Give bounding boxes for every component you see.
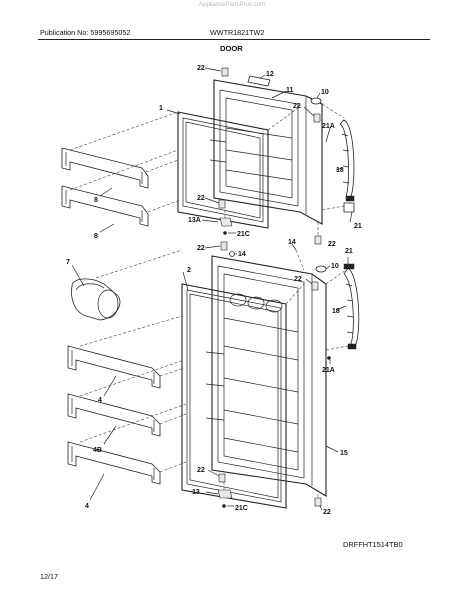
screw-22h [314, 497, 322, 507]
callout-15: 15 [340, 450, 348, 457]
fresh-food-door-liner [217, 265, 305, 479]
callout-4b: 4B [93, 447, 102, 454]
callout-14: 14 [238, 251, 246, 258]
callout-8: 8 [94, 197, 98, 204]
callout-21: 21 [345, 248, 353, 255]
screw-22e [220, 241, 228, 251]
callout-labels: 22 12 11 10 1 22 21A 18 8 22 13A 21C 21 … [66, 65, 362, 516]
page-number: 12/17 [40, 572, 58, 581]
callout-4: 4 [85, 503, 89, 510]
watermark: AppliancePartsPros.com [199, 2, 265, 8]
callout-21a: 21A [322, 123, 335, 130]
callout-13a: 13A [188, 217, 201, 224]
callout-14: 14 [288, 239, 296, 246]
callout-10: 10 [321, 89, 329, 96]
fresh-food-handle [343, 263, 360, 350]
fresh-food-door-panel [211, 255, 327, 497]
freezer-handle [339, 119, 355, 213]
section-title: DOOR [220, 44, 243, 53]
screw-22f [311, 281, 319, 291]
callout-10: 10 [331, 263, 339, 270]
freezer-door-liner [219, 89, 299, 207]
callout-21c: 21C [237, 231, 250, 238]
cap-10a [310, 97, 322, 105]
callout-22: 22 [323, 509, 331, 516]
callout-1: 1 [159, 105, 163, 112]
trim-piece-12 [247, 75, 271, 87]
callout-22: 22 [197, 195, 205, 202]
callout-22: 22 [328, 241, 336, 248]
freezer-gasket [177, 111, 269, 229]
callout-13: 13 [192, 489, 200, 496]
dairy-compartment-7 [71, 278, 121, 321]
leader-lines [71, 67, 353, 511]
callout-11: 11 [286, 87, 294, 94]
fresh-food-gasket [181, 283, 287, 509]
callout-22: 22 [294, 276, 302, 283]
callout-22: 22 [197, 65, 205, 72]
callout-2: 2 [187, 267, 191, 274]
callout-8: 8 [94, 233, 98, 240]
fresh-food-shelves [67, 345, 161, 485]
callout-22: 22 [293, 103, 301, 110]
callout-4: 4 [98, 397, 102, 404]
callout-21a: 21A [322, 367, 335, 374]
callout-21: 21 [354, 223, 362, 230]
drawing-code: DRFFHT1514TB0 [343, 540, 403, 549]
freezer-door [209, 79, 323, 225]
callout-22: 22 [197, 245, 205, 252]
hinge-13a [219, 217, 233, 227]
screw-22b [313, 113, 321, 123]
hinge-13 [217, 489, 233, 499]
screw-22g [218, 473, 226, 483]
callout-22: 22 [197, 467, 205, 474]
screw-22c [218, 199, 226, 209]
header-rule [38, 39, 430, 40]
callout-18: 18 [336, 167, 344, 174]
callout-21c: 21C [235, 505, 248, 512]
cap-10b [315, 265, 327, 273]
callout-7: 7 [66, 259, 70, 266]
callout-18: 18 [332, 308, 340, 315]
screw-22d [314, 235, 322, 245]
plug-14 [229, 251, 235, 257]
callout-12: 12 [266, 71, 274, 78]
screw-22a [221, 67, 229, 77]
freezer-shelves [61, 147, 149, 227]
publication-number: Publication No: 5995695052 [40, 28, 131, 37]
model-number: WWTR1821TW2 [210, 28, 265, 37]
